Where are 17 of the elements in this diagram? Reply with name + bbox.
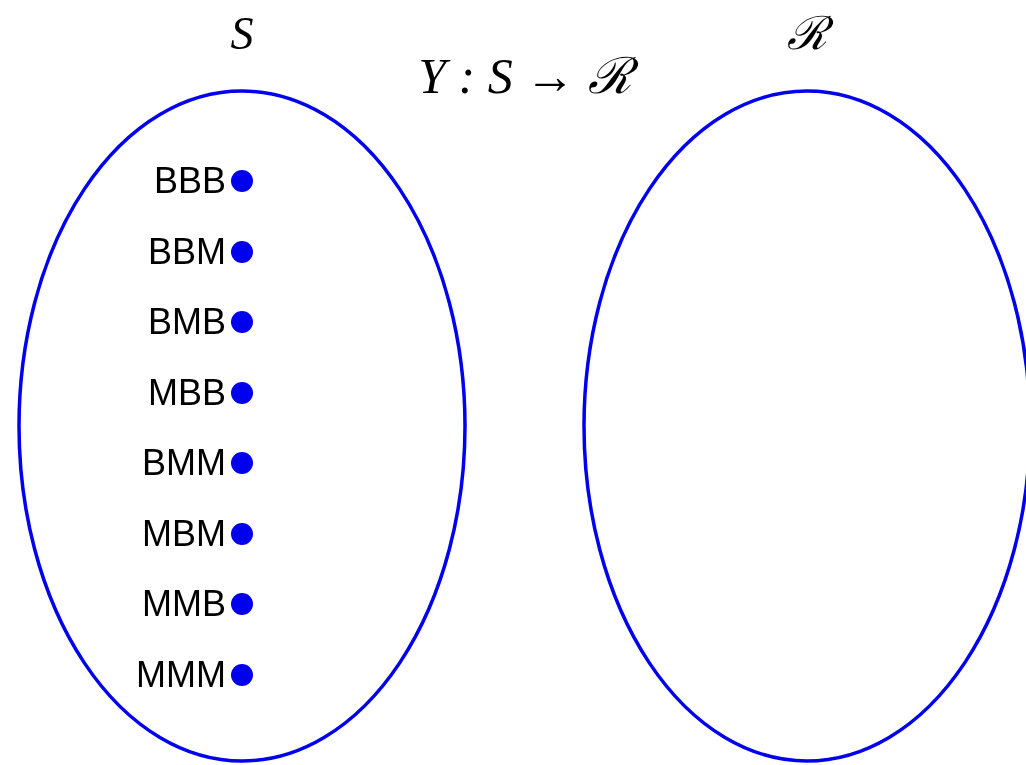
outcome-label: MBB xyxy=(147,372,226,413)
point-dot xyxy=(230,662,254,687)
outcome-label: MMM xyxy=(135,654,226,695)
point-dot xyxy=(230,169,254,193)
outcome-label: BMB xyxy=(147,302,226,342)
set-name: S xyxy=(229,8,255,60)
point-dot xyxy=(230,451,254,475)
outcome-label: BBM xyxy=(147,231,226,272)
outcome-label: MMB xyxy=(141,584,226,624)
point-dot xyxy=(230,592,254,616)
point-dot xyxy=(230,239,254,264)
point-dot xyxy=(230,521,254,546)
outcome-label: MBM xyxy=(141,513,226,554)
outcome-label: BBB xyxy=(152,161,226,201)
point-dot xyxy=(230,380,254,405)
outcome-label: BMM xyxy=(141,443,226,483)
point-dot xyxy=(230,310,254,334)
